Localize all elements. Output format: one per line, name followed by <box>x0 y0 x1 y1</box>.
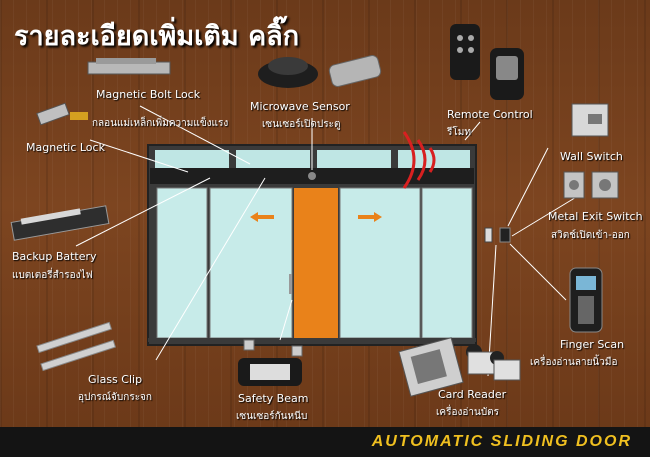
leader-lines <box>75 105 579 377</box>
remote-signal-waves <box>402 131 436 189</box>
wall-switch-small <box>484 227 493 243</box>
safety-beam-label: Safety Beam <box>238 392 309 405</box>
metal-exit-switch-sub: สวิตช์เปิดเข้า-ออก <box>551 230 630 241</box>
sliding-panel-right <box>339 187 421 339</box>
page-title[interactable]: รายละเอียดเพิ่มเติม คลิ๊ก <box>14 21 300 52</box>
metal-exit-switch-image <box>563 171 619 199</box>
card-reader-image <box>398 337 521 397</box>
glass-clip-sub: อุปกรณ์จับกระจก <box>78 392 152 403</box>
sensor-dot <box>308 172 316 180</box>
microwave-sensor-sub: เซนเซอร์เปิดประตู <box>262 119 341 130</box>
door-opening <box>294 188 338 338</box>
magnetic-bolt-lock-label: Magnetic Bolt Lock <box>96 88 201 101</box>
microwave-sensor-label: Microwave Sensor <box>250 100 350 113</box>
backup-battery-sub: แบตเตอรี่สำรองไฟ <box>12 270 93 281</box>
remote-control-sub: รีโมท <box>447 127 471 138</box>
remote-control-label: Remote Control <box>447 108 533 121</box>
card-reader-sub: เครื่องอ่านบัตร <box>436 407 500 418</box>
wall-switch-image <box>571 103 609 137</box>
finger-scan-sub: เครื่องอ่านลายนิ้วมือ <box>530 357 618 368</box>
footer-bar <box>0 427 650 457</box>
glass-clip-image <box>36 321 117 372</box>
magnetic-lock-label: Magnetic Lock <box>26 141 105 154</box>
magnetic-bolt-lock-image <box>87 58 171 75</box>
magnetic-bolt-lock-sub: กลอนแม่เหล็กเพิ่มความแข็งแรง <box>92 118 229 129</box>
metal-exit-switch-label: Metal Exit Switch <box>548 210 643 223</box>
magnetic-lock-image <box>36 102 88 126</box>
finger-scan-label: Finger Scan <box>560 338 625 351</box>
card-reader-label: Card Reader <box>438 388 507 401</box>
safety-beam-image <box>238 339 303 386</box>
safety-beam-sub: เซนเซอร์กันหนีบ <box>236 411 308 422</box>
fixed-panel-right <box>421 187 473 339</box>
transom-glass <box>155 150 470 168</box>
brand-text: AUTOMATIC SLIDING DOOR <box>371 433 632 450</box>
open-arrow-right <box>358 212 382 222</box>
open-arrow-left <box>250 212 274 222</box>
sliding-panel-left <box>209 187 293 339</box>
backup-battery-image <box>10 205 110 241</box>
finger-scan-image <box>569 267 603 333</box>
backup-battery-label: Backup Battery <box>12 250 97 263</box>
card-reader-small <box>499 227 511 243</box>
fixed-panel-left <box>156 187 208 339</box>
wall-switch-label: Wall Switch <box>560 150 623 163</box>
microwave-sensor-image <box>258 55 382 88</box>
glass-clip-label: Glass Clip <box>88 373 143 386</box>
remote-control-image <box>450 24 524 100</box>
